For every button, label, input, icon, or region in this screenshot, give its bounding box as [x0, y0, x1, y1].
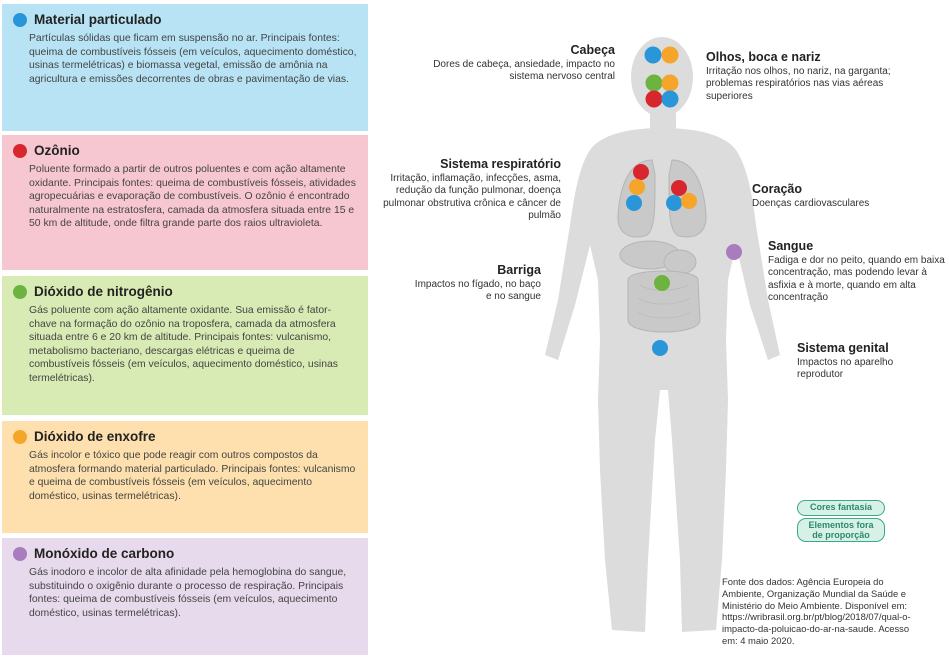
ozone-dot-icon: [671, 180, 687, 196]
annotation-text: Impactos no fígado, no baço e no sangue: [414, 278, 541, 303]
annotation-text: Irritação nos olhos, no nariz, na gargan…: [706, 65, 891, 102]
annotation-title: Sistema genital: [797, 341, 889, 355]
nitrogen-dioxide-dot-icon: [645, 74, 663, 92]
annotation-sistema-respiratorio: Sistema respiratório Irritação, inflamaç…: [365, 158, 561, 223]
red-dot-icon: [13, 143, 27, 158]
card-monoxido-carbono: Monóxido de carbono Gás inodoro e incolo…: [2, 538, 368, 655]
particulate-dot-icon: [644, 46, 662, 64]
badge-elementos-fora-proporcao: Elementos fora de proporção: [797, 518, 885, 542]
annotation-title: Sangue: [768, 239, 814, 253]
annotation-cabeca: Cabeça Dores de cabeça, ansiedade, impac…: [415, 44, 615, 84]
card-title: Material particulado: [34, 12, 162, 27]
annotation-coracao: Coração Doenças cardiovasculares: [752, 183, 942, 210]
annotation-sangue: Sangue Fadiga e dor no peito, quando em …: [768, 240, 948, 305]
particulate-dot-icon: [666, 195, 682, 211]
card-text: Gás inodoro e incolor de alta afinidade …: [29, 567, 347, 619]
card-dioxido-enxofre: Dióxido de enxofre Gás incolor e tóxico …: [2, 421, 368, 533]
annotation-title: Sistema respiratório: [440, 157, 561, 171]
particulate-dot-icon: [652, 340, 668, 356]
purple-dot-icon: [13, 546, 27, 561]
card-text: Poluente formado a partir de outros polu…: [29, 164, 356, 230]
annotation-text: Fadiga e dor no peito, quando em baixa c…: [768, 254, 945, 304]
annotation-text: Irritação, inflamação, infecções, asma, …: [383, 172, 561, 222]
annotation-text: Dores de cabeça, ansiedade, impacto no s…: [433, 58, 615, 83]
annotation-sistema-genital: Sistema genital Impactos no aparelho rep…: [797, 342, 937, 382]
orange-dot-icon: [13, 429, 27, 444]
annotation-title: Olhos, boca e nariz: [706, 50, 821, 64]
nitrogen-dioxide-dot-icon: [654, 275, 670, 291]
green-dot-icon: [13, 284, 27, 299]
sulfur-dioxide-dot-icon: [681, 193, 697, 209]
sulfur-dioxide-dot-icon: [629, 179, 645, 195]
annotation-title: Coração: [752, 182, 803, 196]
annotation-title: Barriga: [497, 263, 541, 277]
sulfur-dioxide-dot-icon: [661, 74, 679, 92]
annotation-text: Doenças cardiovasculares: [752, 197, 870, 209]
particulate-dot-icon: [661, 90, 679, 108]
card-title: Monóxido de carbono: [34, 546, 175, 561]
card-title: Ozônio: [34, 143, 80, 158]
card-ozonio: Ozônio Poluente formado a partir de outr…: [2, 135, 368, 270]
blue-dot-icon: [13, 12, 27, 27]
particulate-dot-icon: [626, 195, 642, 211]
carbon-monoxide-dot-icon: [726, 244, 742, 260]
badge-cores-fantasia: Cores fantasia: [797, 500, 885, 516]
source-note: Fonte dos dados: Agência Europeia do Amb…: [722, 576, 911, 646]
card-text: Partículas sólidas que ficam em suspensã…: [29, 33, 357, 85]
card-text: Gás incolor e tóxico que pode reagir com…: [29, 450, 356, 502]
sulfur-dioxide-dot-icon: [661, 46, 679, 64]
annotation-text: Impactos no aparelho reprodutor: [797, 356, 894, 381]
card-title: Dióxido de enxofre: [34, 429, 156, 444]
card-dioxido-nitrogenio: Dióxido de nitrogênio Gás poluente com a…: [2, 276, 368, 415]
annotation-olhos-boca-nariz: Olhos, boca e nariz Irritação nos olhos,…: [706, 51, 906, 103]
annotation-barriga: Barriga Impactos no fígado, no baço e no…: [410, 264, 541, 304]
ozone-dot-icon: [633, 164, 649, 180]
card-text: Gás poluente com ação altamente oxidante…: [29, 305, 338, 384]
ozone-dot-icon: [645, 90, 663, 108]
card-material-particulado: Material particulado Partículas sólidas …: [2, 4, 368, 131]
card-title: Dióxido de nitrogênio: [34, 284, 173, 299]
annotation-title: Cabeça: [570, 43, 615, 57]
